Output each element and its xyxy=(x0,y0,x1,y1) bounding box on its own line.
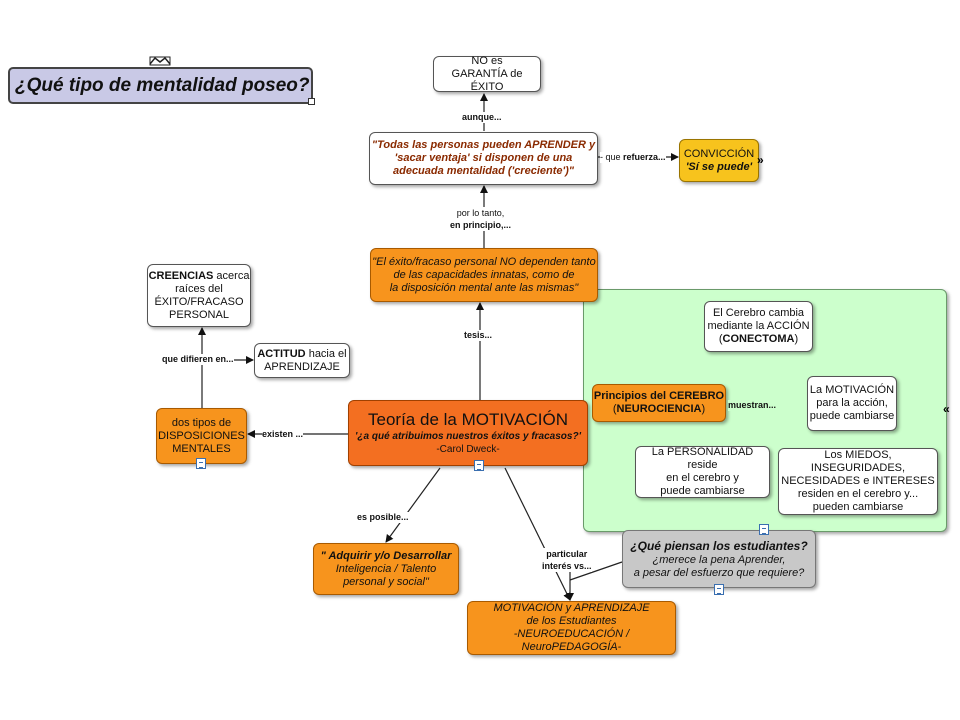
creencias-bold: CREENCIAS xyxy=(148,269,214,282)
creencias-rest: acerca raíces del ÉXITO/FRACASO PERSONAL xyxy=(154,269,250,321)
adquirir-bold: " Adquirir y/o Desarrollar xyxy=(320,549,452,562)
adquirir-rest: Inteligencia / Talento personal y social… xyxy=(335,562,437,588)
document-icon[interactable] xyxy=(759,524,769,535)
link-es-posible: es posible... xyxy=(357,512,409,523)
que-piensan-sub: ¿merece la pena Aprender, a pesar del es… xyxy=(633,553,805,579)
link-que-refuerza: - que refuerza... xyxy=(600,152,666,163)
node-principios-cerebro[interactable]: Principios del CEREBRO(NEUROCIENCIA) xyxy=(592,384,726,422)
page-title: ¿Qué tipo de mentalidad poseo? xyxy=(8,67,313,104)
teoria-author: -Carol Dweck- xyxy=(436,444,500,455)
node-cerebro-cambia[interactable]: El Cerebro cambia mediante la ACCIÓN (CO… xyxy=(704,301,813,352)
conviccion-label: CONVICCIÓN xyxy=(683,147,755,160)
principios-bold: Principios del CEREBRO xyxy=(593,390,725,402)
expand-icon[interactable] xyxy=(308,98,315,105)
link-por-lo-tanto: por lo tanto,en principio,... xyxy=(450,207,512,231)
node-motivacion-accion[interactable]: La MOTIVACIÓN para la acción, puede camb… xyxy=(807,376,897,431)
conectoma-bold: CONECTOMA xyxy=(722,333,795,345)
document-icon[interactable] xyxy=(474,460,484,471)
collapse-icon[interactable]: « xyxy=(943,402,950,416)
document-icon[interactable] xyxy=(714,584,724,595)
node-no-garantia[interactable]: NO es GARANTÍA de ÉXITO xyxy=(433,55,541,93)
node-exito-fracaso[interactable]: "El éxito/fracaso personal NO dependen t… xyxy=(370,248,598,302)
link-aunque: aunque... xyxy=(462,112,502,123)
expand-arrows-icon[interactable]: » xyxy=(757,153,764,167)
node-miedos[interactable]: Los MIEDOS, INSEGURIDADES, NECESIDADES e… xyxy=(778,448,938,515)
si-se-puede-label: 'Sí se puede' xyxy=(685,160,753,173)
node-todas-personas[interactable]: "Todas las personas pueden APRENDER y 's… xyxy=(369,132,598,185)
document-icon[interactable] xyxy=(196,458,206,469)
node-teoria-motivacion[interactable]: Teoría de la MOTIVACIÓN '¿a qué atribuim… xyxy=(348,400,588,466)
teoria-title: Teoría de la MOTIVACIÓN xyxy=(368,410,568,429)
node-dos-tipos[interactable]: dos tipos de DISPOSICIONES MENTALES xyxy=(156,408,247,464)
node-creencias[interactable]: CREENCIAS acerca raíces del ÉXITO/FRACAS… xyxy=(147,264,251,327)
teoria-subtitle: '¿a qué atribuimos nuestros éxitos y fra… xyxy=(355,431,581,442)
node-conviccion[interactable]: CONVICCIÓN 'Sí se puede' xyxy=(679,139,759,182)
link-muestran: muestran... xyxy=(728,400,777,411)
actitud-rest: hacia el APRENDIZAJE xyxy=(264,347,347,373)
link-existen: existen ... xyxy=(262,429,304,440)
node-actitud[interactable]: ACTITUD hacia el APRENDIZAJE xyxy=(254,343,350,378)
node-motivacion-aprendizaje[interactable]: MOTIVACIÓN y APRENDIZAJE de los Estudian… xyxy=(467,601,676,655)
node-que-piensan[interactable]: ¿Qué piensan los estudiantes? ¿merece la… xyxy=(622,530,816,588)
link-tesis: tesis... xyxy=(464,330,493,341)
node-personalidad[interactable]: La PERSONALIDAD reside en el cerebro y p… xyxy=(635,446,770,498)
fold-icon[interactable] xyxy=(149,53,171,66)
link-que-difieren: que difieren en... xyxy=(162,354,234,365)
que-piensan-title: ¿Qué piensan los estudiantes? xyxy=(630,538,808,553)
actitud-bold: ACTITUD xyxy=(257,347,306,360)
neurociencia-bold: NEUROCIENCIA xyxy=(616,403,702,415)
